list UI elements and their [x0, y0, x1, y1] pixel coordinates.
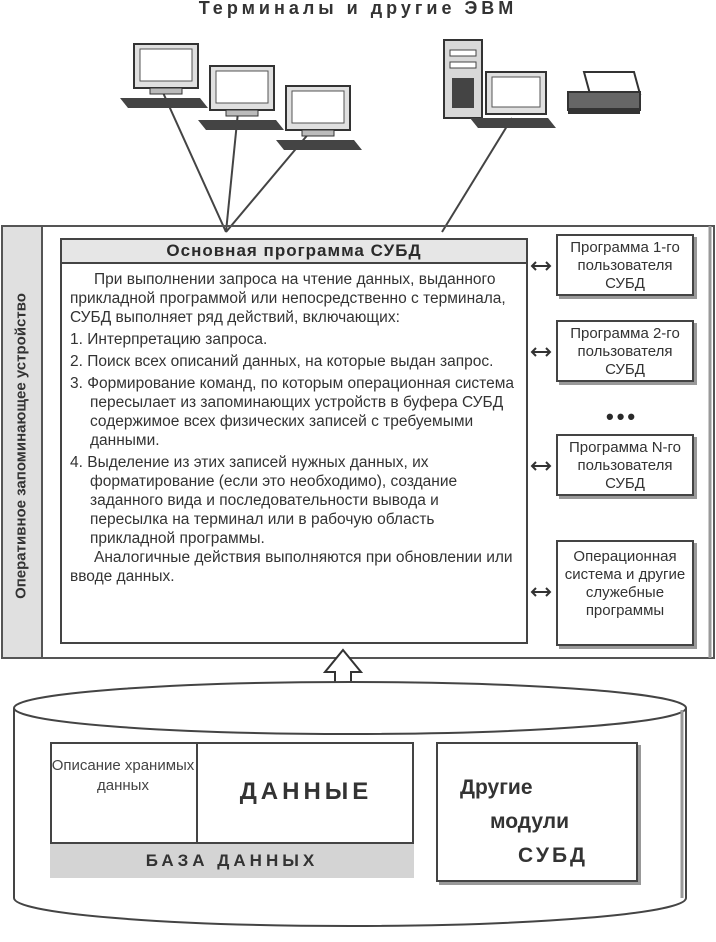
ellipsis-dots: ••• — [606, 404, 639, 429]
user-program-n: Программа N-го пользователя СУБД — [556, 434, 694, 496]
other-modules-line-1: Другие — [460, 776, 533, 799]
data-description: Описание хранимых данных — [51, 757, 195, 794]
database-label: БАЗА ДАННЫХ — [50, 842, 414, 878]
main-program-body: При выполнении запроса на чтение данных,… — [60, 262, 528, 644]
user-program-2: Программа 2-го пользователя СУБД — [556, 320, 694, 382]
main-program-title: Основная программа СУБД — [60, 238, 528, 264]
step-1: 1. Интерпретацию запроса. — [70, 331, 268, 348]
terminal-2-icon — [198, 65, 284, 130]
step-4: 4. Выделение из этих записей нужных данн… — [70, 454, 458, 547]
printer-icon — [567, 71, 642, 114]
double-arrows — [530, 261, 552, 597]
other-modules-line-3: СУБД — [518, 844, 589, 867]
data-label: ДАННЫЕ — [196, 742, 414, 842]
ram-label: Оперативное запоминающее устройство — [2, 236, 40, 656]
step-2: 2. Поиск всех описаний данных, на которы… — [70, 353, 494, 370]
other-modules-line-2: модули — [490, 810, 570, 833]
terminals-label: Терминалы и другие ЭВМ — [198, 0, 518, 18]
terminal-1-icon — [120, 43, 208, 108]
main-program-outro: Аналогичные действия выполняются при обн… — [70, 549, 513, 585]
ram-label-text: Оперативное запоминающее устройство — [12, 293, 30, 599]
user-program-1: Программа 1-го пользователя СУБД — [556, 234, 694, 296]
other-modules-box: Другие модули СУБД — [436, 742, 638, 882]
os-box: Операционная система и другие служебные … — [556, 540, 694, 646]
terminal-3-icon — [276, 85, 362, 150]
step-3: 3. Формирование команд, по которым опера… — [70, 375, 514, 449]
computer-tower-icon — [443, 39, 556, 128]
main-program-intro: При выполнении запроса на чтение данных,… — [70, 271, 506, 326]
